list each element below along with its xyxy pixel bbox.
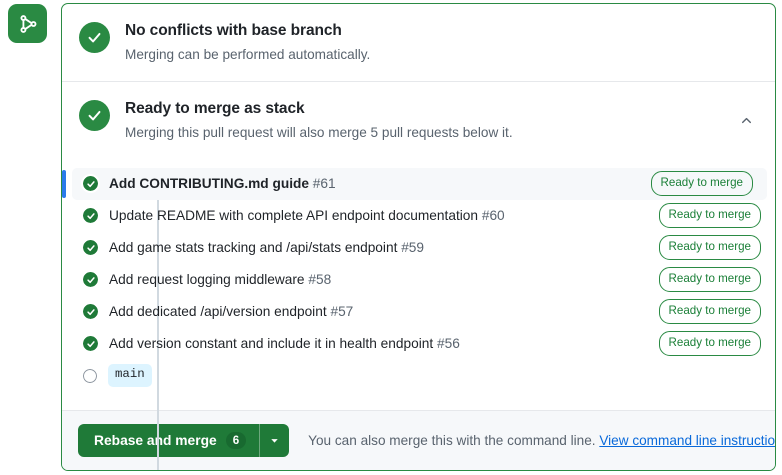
- pr-title: Add dedicated /api/version endpoint: [109, 303, 327, 319]
- stack-row-59[interactable]: Add game stats tracking and /api/stats e…: [62, 232, 775, 264]
- branch-node-icon: [81, 366, 99, 385]
- status-badge: Ready to merge: [658, 267, 761, 292]
- pr-title: Add game stats tracking and /api/stats e…: [109, 239, 398, 255]
- check-circle-icon: [81, 238, 100, 258]
- pr-number: #57: [330, 303, 354, 319]
- merge-button-label: Rebase and merge: [94, 433, 217, 448]
- stack-status-row: Ready to merge as stack Merging this pul…: [62, 82, 775, 159]
- pr-number: #59: [401, 239, 425, 255]
- rebase-and-merge-button[interactable]: Rebase and merge 6: [78, 424, 260, 457]
- stack-subtitle: Merging this pull request will also merg…: [125, 125, 513, 141]
- git-merge-icon: [8, 4, 47, 43]
- stack-collapse-button[interactable]: [733, 107, 759, 133]
- pr-number: #56: [436, 335, 460, 351]
- status-badge: Ready to merge: [658, 331, 761, 356]
- conflicts-title: No conflicts with base branch: [125, 22, 342, 39]
- pr-title: Update README with complete API endpoint…: [109, 207, 479, 223]
- view-command-line-instructions-link[interactable]: View command line instructions.: [599, 432, 776, 448]
- stack-row-60[interactable]: Update README with complete API endpoint…: [62, 200, 775, 232]
- stack-row-61[interactable]: Add CONTRIBUTING.md guide #61 Ready to m…: [62, 167, 767, 200]
- check-circle-icon: [79, 22, 110, 53]
- stack-row-title: Add CONTRIBUTING.md guide #61: [109, 175, 651, 193]
- pr-number: #60: [481, 207, 505, 223]
- conflicts-subtitle: Merging can be performed automatically.: [125, 46, 371, 62]
- chevron-up-icon: [740, 114, 753, 127]
- command-line-hint: You can also merge this with the command…: [308, 431, 776, 450]
- check-circle-icon: [79, 100, 110, 132]
- check-circle-icon: [81, 174, 100, 194]
- merge-count-badge: 6: [225, 431, 247, 450]
- stack-row-56[interactable]: Add version constant and include it in h…: [62, 328, 775, 360]
- stack-header-text: Ready to merge as stack Merging this pul…: [125, 99, 733, 143]
- stack-row-57[interactable]: Add dedicated /api/version endpoint #57 …: [62, 296, 775, 328]
- merge-options-dropdown-button[interactable]: [259, 424, 290, 457]
- merge-footer: Rebase and merge 6 You can also merge th…: [62, 410, 775, 470]
- pr-number: #61: [312, 175, 336, 191]
- status-badge: Ready to merge: [658, 203, 761, 228]
- check-circle-icon: [81, 334, 100, 354]
- stack-row-title: Add game stats tracking and /api/stats e…: [109, 239, 659, 257]
- stack-row-title: Add dedicated /api/version endpoint #57: [109, 303, 659, 321]
- base-branch-row: main: [62, 360, 775, 392]
- pr-title: Add version constant and include it in h…: [109, 335, 434, 351]
- conflicts-text: No conflicts with base branch Merging ca…: [125, 21, 759, 65]
- status-badge: Ready to merge: [650, 171, 753, 196]
- status-badge: Ready to merge: [658, 235, 761, 260]
- merge-status-card: No conflicts with base branch Merging ca…: [61, 3, 776, 471]
- pr-number: #58: [308, 271, 332, 287]
- base-branch-label: main: [108, 364, 152, 387]
- stack-list: Add CONTRIBUTING.md guide #61 Ready to m…: [62, 160, 775, 470]
- pr-title: Add CONTRIBUTING.md guide: [109, 175, 309, 191]
- stack-row-title: Add request logging middleware #58: [109, 271, 659, 289]
- pr-title: Add request logging middleware: [109, 271, 305, 287]
- stack-row-title: Add version constant and include it in h…: [109, 335, 659, 353]
- stack-title: Ready to merge as stack: [125, 100, 305, 118]
- status-badge: Ready to merge: [658, 299, 761, 324]
- stack-connector-line: [157, 184, 159, 470]
- merge-button-group: Rebase and merge 6: [78, 424, 290, 457]
- stack-row-58[interactable]: Add request logging middleware #58 Ready…: [62, 264, 775, 296]
- check-circle-icon: [81, 206, 100, 226]
- conflicts-status-row: No conflicts with base branch Merging ca…: [62, 4, 775, 83]
- check-circle-icon: [81, 302, 100, 322]
- command-line-hint-text: You can also merge this with the command…: [308, 432, 596, 448]
- check-circle-icon: [81, 270, 100, 290]
- stack-row-title: Update README with complete API endpoint…: [109, 207, 659, 225]
- chevron-down-icon: [269, 435, 280, 446]
